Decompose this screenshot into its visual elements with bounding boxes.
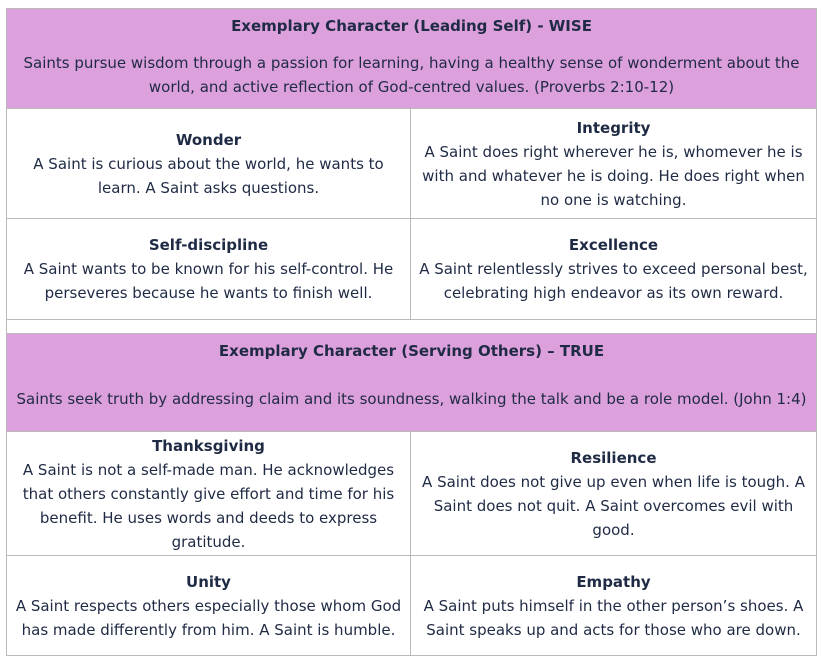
- trait-text: A Saint puts himself in the other person…: [423, 596, 804, 639]
- section-2-header-row: Exemplary Character (Serving Others) – T…: [5, 333, 818, 368]
- trait-cell-unity: Unity A Saint respects others especially…: [6, 555, 411, 656]
- section-2-header: Exemplary Character (Serving Others) – T…: [5, 333, 818, 368]
- trait-text: A Saint wants to be known for his self-c…: [23, 260, 394, 302]
- trait-cell-empathy: Empathy A Saint puts himself in the othe…: [409, 555, 818, 656]
- values-table: Exemplary Character (Leading Self) - WIS…: [5, 8, 818, 656]
- table-row: Thanksgiving A Saint is not a self-made …: [6, 431, 818, 556]
- spacer-row: [5, 319, 818, 334]
- table-row: Wonder A Saint is curious about the worl…: [6, 108, 818, 219]
- section-2-description-row: Saints seek truth by addressing claim an…: [5, 367, 818, 432]
- trait-title: Self-discipline: [148, 236, 269, 254]
- trait-title: Unity: [186, 572, 231, 591]
- trait-text: A Saint relentlessly strives to exceed p…: [419, 260, 808, 302]
- trait-cell-resilience: Resilience A Saint does not give up even…: [409, 431, 818, 556]
- trait-title: Excellence: [568, 236, 659, 254]
- table-row: Self-discipline A Saint wants to be know…: [6, 218, 818, 320]
- trait-cell-self-discipline: Self-discipline A Saint wants to be know…: [6, 218, 411, 320]
- trait-text: A Saint is curious about the world, he w…: [33, 154, 384, 197]
- spacer-cell: [5, 319, 818, 334]
- trait-text: A Saint is not a self-made man. He ackno…: [22, 460, 395, 551]
- trait-text: A Saint respects others especially those…: [15, 596, 402, 639]
- trait-title: Integrity: [576, 118, 651, 137]
- trait-cell-integrity: Integrity A Saint does right wherever he…: [409, 108, 818, 219]
- trait-cell-wonder: Wonder A Saint is curious about the worl…: [6, 108, 411, 219]
- trait-title: Thanksgiving: [152, 436, 265, 455]
- trait-cell-thanksgiving: Thanksgiving A Saint is not a self-made …: [6, 431, 411, 556]
- section-2-description: Saints seek truth by addressing claim an…: [5, 367, 818, 432]
- trait-cell-excellence: Excellence A Saint relentlessly strives …: [409, 218, 818, 320]
- trait-text: A Saint does right wherever he is, whome…: [422, 142, 805, 209]
- trait-title: Empathy: [576, 572, 651, 591]
- section-1-header: Exemplary Character (Leading Self) - WIS…: [5, 8, 818, 43]
- trait-title: Resilience: [570, 448, 657, 467]
- section-1-header-row: Exemplary Character (Leading Self) - WIS…: [5, 8, 818, 43]
- section-1-description-row: Saints pursue wisdom through a passion f…: [5, 42, 818, 109]
- trait-title: Wonder: [175, 130, 242, 149]
- section-1-description: Saints pursue wisdom through a passion f…: [5, 42, 818, 109]
- table-row: Unity A Saint respects others especially…: [6, 555, 818, 656]
- trait-text: A Saint does not give up even when life …: [422, 472, 805, 539]
